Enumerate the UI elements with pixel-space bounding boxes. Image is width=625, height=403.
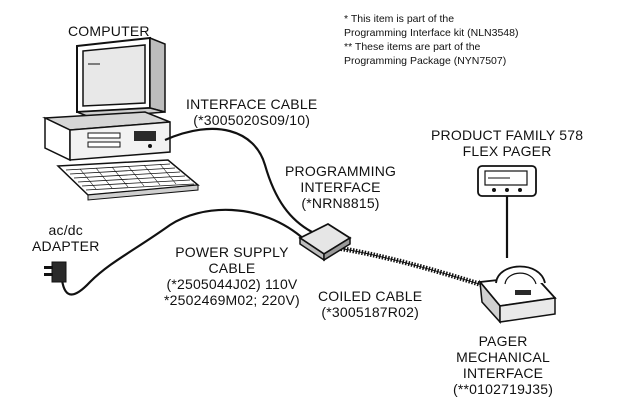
- package-note-line-1: ** These items are part of the: [344, 41, 481, 53]
- pager-mechanical-interface-label: PAGER MECHANICAL INTERFACE (**0102719J35…: [453, 333, 553, 397]
- interface-cable: [164, 127, 313, 233]
- power-supply-cable-label-line-3: (*2505044J02) 110V: [166, 276, 298, 292]
- interface-cable-label-line-1: INTERFACE CABLE: [186, 96, 318, 112]
- pager-mechanical-interface-label-line-1: PAGER: [478, 333, 528, 349]
- programming-interface-label-line-2: INTERFACE: [300, 179, 381, 195]
- coiled-cable-label-line-2: (*3005187R02): [321, 304, 419, 320]
- computer-label: COMPUTER: [68, 23, 150, 39]
- kit-note-line-2: Programming Interface kit (NLN3548): [344, 27, 519, 39]
- adapter-label: ac/dc ADAPTER: [32, 222, 100, 254]
- power-supply-cable-label-line-4: *2502469M02; 220V): [164, 292, 300, 308]
- coiled-cable-label-line-1: COILED CABLE: [318, 288, 423, 304]
- coiled-cable-label: COILED CABLE (*3005187R02): [318, 288, 422, 320]
- computer-illustration: [42, 36, 200, 201]
- pager-label: PRODUCT FAMILY 578 FLEX PAGER: [431, 127, 583, 159]
- computer-system-unit: [42, 111, 171, 162]
- package-note-line-2: Programming Package (NYN7507): [344, 55, 507, 67]
- interface-cable-label: INTERFACE CABLE (*3005020S09/10): [186, 96, 317, 128]
- computer-keyboard: [56, 159, 200, 201]
- power-supply-cable-label-line-2: CABLE: [208, 260, 256, 276]
- flex-pager-illustration: [477, 165, 537, 197]
- kit-note: * This item is part of the Programming I…: [344, 12, 519, 68]
- programming-interface-label-line-1: PROGRAMMING: [285, 163, 397, 179]
- kit-note-line-1: * This item is part of the: [344, 13, 455, 25]
- pager-mechanical-interface-label-line-4: (**0102719J35): [453, 381, 554, 397]
- pager-label-line-2: FLEX PAGER: [462, 143, 552, 159]
- programming-interface-label-line-3: (*NRN8815): [301, 195, 380, 211]
- pager-mechanical-interface-label-line-3: INTERFACE: [462, 365, 544, 381]
- programming-interface-box: [298, 222, 352, 262]
- interface-cable-label-line-2: (*3005020S09/10): [193, 112, 311, 128]
- pager-mechanical-interface-label-line-2: MECHANICAL: [456, 349, 550, 365]
- pager-label-line-1: PRODUCT FAMILY 578: [431, 127, 584, 143]
- adapter-label-line-1: ac/dc: [48, 222, 83, 238]
- pager-cradle-illustration: [478, 265, 557, 324]
- programming-interface-label: PROGRAMMING INTERFACE (*NRN8815): [285, 163, 396, 211]
- coiled-cable: [337, 245, 499, 293]
- power-supply-cable-label: POWER SUPPLY CABLE (*2505044J02) 110V *2…: [164, 244, 300, 308]
- ac-dc-adapter: [44, 261, 67, 283]
- adapter-label-line-2: ADAPTER: [32, 238, 100, 254]
- power-supply-cable: [60, 208, 306, 296]
- power-supply-cable-label-line-1: POWER SUPPLY: [175, 244, 289, 260]
